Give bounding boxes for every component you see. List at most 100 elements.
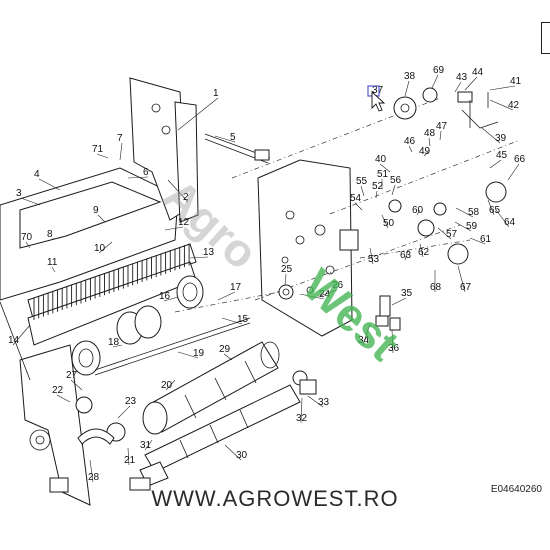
part-label-6: 6: [143, 167, 149, 178]
leader-line-8: [51, 237, 61, 240]
label-leader-lines: [12, 74, 520, 483]
leader-line-46: [408, 145, 413, 153]
stripper-comb: [27, 243, 197, 346]
part-label-63: 63: [400, 250, 412, 261]
leader-line-34: [362, 323, 371, 346]
leader-line-33: [307, 395, 324, 408]
leader-line-62: [419, 243, 424, 258]
part-label-43: 43: [456, 72, 468, 83]
part-label-67: 67: [460, 282, 472, 293]
part-label-9: 9: [93, 205, 99, 216]
part-label-34: 34: [358, 335, 370, 346]
drive-gears: [278, 87, 507, 300]
part-label-15: 15: [237, 314, 249, 325]
part-label-65: 65: [489, 205, 501, 216]
leader-line-57: [437, 227, 452, 240]
part-label-28: 28: [88, 472, 100, 483]
leader-line-50: [381, 214, 389, 229]
leader-line-2: [167, 179, 189, 203]
leader-line-67: [457, 265, 466, 293]
footer-website: WWW.AGROWEST.RO: [151, 486, 399, 511]
part-label-56: 56: [390, 175, 402, 186]
part-label-47: 47: [436, 121, 448, 132]
leader-line-24: [299, 293, 325, 300]
pointer-cursor-icon: [367, 85, 386, 112]
leader-line-63: [404, 249, 409, 261]
part-label-23: 23: [125, 396, 137, 407]
leader-line-6: [127, 176, 149, 179]
leader-line-22: [56, 394, 71, 403]
leader-line-13: [189, 256, 209, 259]
leader-line-17: [217, 291, 236, 301]
part-label-10: 10: [94, 243, 106, 254]
part-label-55: 55: [356, 176, 368, 187]
part-label-21: 21: [124, 455, 136, 466]
part-label-58: 58: [468, 207, 480, 218]
part-label-60: 60: [412, 205, 424, 216]
leader-line-61: [469, 237, 486, 245]
left-side-frame: [0, 167, 179, 506]
leader-line-59: [454, 221, 472, 232]
part-label-48: 48: [424, 128, 436, 139]
part-label-64: 64: [504, 217, 516, 228]
drawing-code: E04640260: [490, 484, 542, 495]
leader-line-52: [375, 190, 378, 199]
leader-line-71: [96, 153, 109, 159]
part-label-36: 36: [388, 343, 400, 354]
part-label-30: 30: [236, 450, 248, 461]
part-label-7: 7: [117, 133, 123, 144]
main-drum-roller: [142, 341, 280, 435]
part-label-33: 33: [318, 397, 330, 408]
leader-line-41: [489, 85, 516, 91]
leader-line-21: [127, 447, 130, 466]
part-label-2: 2: [183, 192, 189, 203]
part-label-24: 24: [319, 289, 331, 300]
leader-line-7: [119, 142, 123, 161]
part-number-labels: 1234567891011121314151617181920212223242…: [8, 65, 526, 483]
leader-line-38: [404, 80, 410, 97]
part-label-8: 8: [47, 229, 53, 240]
leader-line-55: [360, 185, 365, 197]
part-label-25: 25: [281, 264, 293, 275]
part-label-27: 27: [66, 370, 78, 381]
tension-link: [457, 91, 499, 129]
leader-line-65: [487, 199, 495, 216]
part-label-44: 44: [472, 67, 484, 78]
leader-line-5: [214, 135, 236, 143]
leader-line-12: [164, 226, 184, 231]
leader-line-32: [300, 397, 303, 424]
part-label-17: 17: [230, 282, 242, 293]
part-label-26: 26: [332, 280, 344, 291]
leader-line-49: [423, 151, 429, 157]
part-label-32: 32: [296, 413, 308, 424]
part-label-16: 16: [159, 291, 171, 302]
part-label-52: 52: [372, 181, 384, 192]
part-label-11: 11: [47, 257, 58, 268]
part-label-35: 35: [401, 288, 413, 299]
part-label-1: 1: [213, 88, 219, 99]
leader-line-26: [319, 289, 338, 297]
part-label-13: 13: [203, 247, 215, 258]
leader-line-70: [25, 241, 31, 249]
leader-line-25: [284, 273, 287, 286]
part-label-37: 37: [372, 85, 384, 96]
part-label-29: 29: [219, 344, 231, 355]
part-label-70: 70: [21, 232, 33, 243]
leader-line-16: [163, 296, 179, 302]
part-label-19: 19: [193, 348, 205, 359]
leader-line-28: [89, 459, 94, 483]
part-label-42: 42: [508, 100, 520, 111]
leader-line-1: [177, 97, 219, 131]
leader-line-47: [439, 130, 442, 141]
part-label-4: 4: [34, 169, 40, 180]
bearing-housings: [49, 370, 317, 493]
leader-line-30: [224, 444, 242, 461]
leader-line-66: [507, 163, 520, 181]
leader-line-36: [391, 329, 394, 354]
part-label-69: 69: [433, 65, 445, 76]
part-label-51: 51: [377, 169, 389, 180]
part-label-5: 5: [230, 132, 236, 143]
leader-line-20: [165, 379, 176, 391]
